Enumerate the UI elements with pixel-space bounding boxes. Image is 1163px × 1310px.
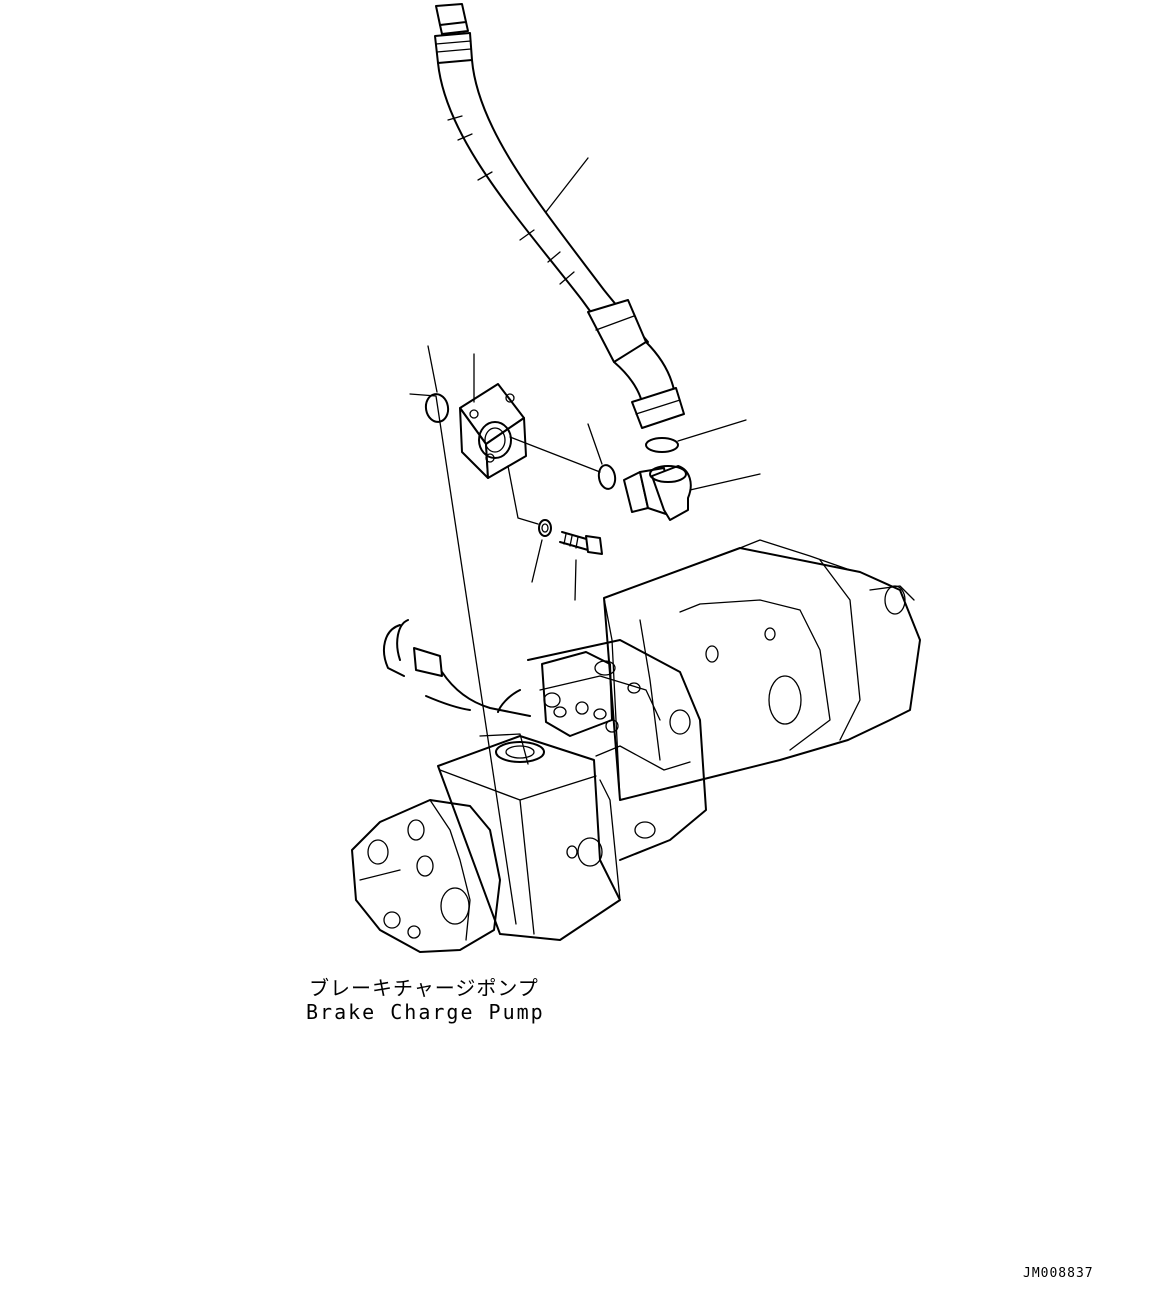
caption-japanese: ブレーキチャージポンプ — [309, 976, 539, 1000]
elbow-fitting[interactable] — [623, 465, 761, 521]
hose[interactable] — [434, 3, 685, 429]
caption-english: Brake Charge Pump — [306, 1000, 545, 1024]
o-ring-right[interactable] — [645, 419, 747, 453]
brake-charge-pump — [351, 539, 921, 953]
o-ring-left[interactable] — [424, 345, 451, 424]
drawing-number: JM008837 — [1023, 1266, 1094, 1281]
washer[interactable] — [507, 465, 552, 583]
flange[interactable] — [459, 353, 527, 479]
bolt[interactable] — [559, 531, 603, 601]
o-ring-small[interactable] — [509, 423, 617, 490]
